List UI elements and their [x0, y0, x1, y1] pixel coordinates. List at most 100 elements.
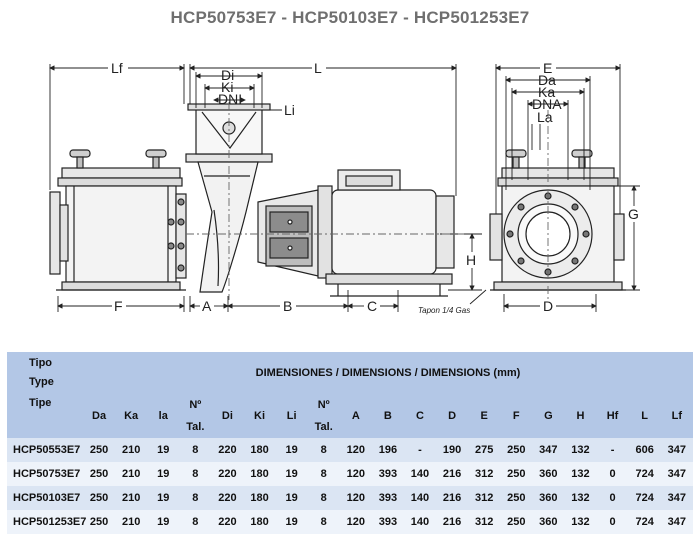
dimension-cell: 347	[660, 510, 693, 534]
dimension-cell: 312	[468, 510, 501, 534]
dimension-cell: 140	[403, 510, 437, 534]
tipo-label-es: Tipo	[29, 357, 53, 369]
column-header: G	[532, 394, 565, 438]
column-header: B	[371, 394, 404, 438]
label-c: C	[367, 298, 377, 314]
dimension-cell: 347	[660, 462, 693, 486]
tipo-label-en: Type	[29, 376, 54, 388]
dimension-cell: 220	[211, 486, 244, 510]
dimension-cell: 19	[275, 486, 308, 510]
column-header: Nº Tal.	[179, 394, 212, 438]
label-g: G	[628, 206, 639, 222]
dimension-cell: 250	[500, 486, 533, 510]
dimension-cell: 132	[564, 510, 597, 534]
pump-front-view	[489, 149, 626, 291]
dimension-cell: 216	[436, 486, 469, 510]
column-header: A	[339, 394, 372, 438]
dimension-cell: 220	[211, 462, 244, 486]
column-header: Ka	[115, 394, 148, 438]
dimension-cell: 250	[83, 486, 116, 510]
dimension-cell: 250	[500, 462, 533, 486]
dimension-cell: 196	[371, 438, 404, 462]
column-header: Ki	[243, 394, 276, 438]
dimension-cell: 220	[211, 510, 244, 534]
dimension-cell: 8	[307, 438, 340, 462]
dimension-cell: 210	[115, 462, 148, 486]
dimension-cell: 250	[83, 462, 116, 486]
dimension-cell: 216	[436, 510, 469, 534]
dimension-cell: 19	[147, 438, 180, 462]
dimension-cell: 132	[564, 438, 597, 462]
dimension-cell: 360	[532, 510, 565, 534]
dimension-cell: 120	[339, 438, 372, 462]
dimension-cell: 8	[179, 438, 212, 462]
motor	[317, 169, 455, 297]
column-header: H	[564, 394, 597, 438]
dimension-cell: 140	[403, 462, 437, 486]
dimensions-table: Tipo Type Tipe DIMENSIONES / DIMENSIONS …	[7, 352, 693, 534]
model-cell: HCP50103E7	[7, 486, 83, 510]
label-l: L	[314, 60, 322, 76]
tipo-header: Tipo Type Tipe	[7, 352, 83, 438]
strainer-side-view	[49, 149, 187, 291]
column-header: Di	[211, 394, 244, 438]
dimension-cell: 360	[532, 462, 565, 486]
label-lf: Lf	[111, 60, 123, 76]
dimension-cell: 220	[211, 438, 244, 462]
pump-technical-drawing: Lf L Di Ki DNI Li E Da Ka DNA La F A B C…	[49, 60, 640, 315]
label-ki: Ki	[221, 79, 233, 95]
dimension-cell: 120	[339, 510, 372, 534]
dimension-cell: 312	[468, 486, 501, 510]
label-h: H	[466, 252, 476, 268]
page-title: HCP50753E7 - HCP50103E7 - HCP501253E7	[170, 8, 530, 27]
dimension-cell: 250	[83, 510, 116, 534]
column-header: Nº Tal.	[307, 394, 340, 438]
label-li: Li	[284, 102, 295, 118]
dimension-cell: 250	[500, 510, 533, 534]
column-header: L	[628, 394, 661, 438]
label-d: D	[543, 298, 553, 314]
dimension-cell: 19	[147, 486, 180, 510]
dimension-cell: 216	[436, 462, 469, 486]
dimension-cell: 724	[628, 510, 661, 534]
dimension-cell: 8	[179, 486, 212, 510]
label-di: Di	[221, 67, 234, 83]
dimension-cell: 347	[532, 438, 565, 462]
dimension-cell: 0	[596, 486, 629, 510]
dimension-cell: 724	[628, 486, 661, 510]
dimension-cell: 210	[115, 510, 148, 534]
dimension-cell: 132	[564, 462, 597, 486]
dimension-cell: 180	[243, 462, 276, 486]
dimension-cell: 180	[243, 438, 276, 462]
dimension-cell: 393	[371, 486, 404, 510]
dimension-cell: 210	[115, 438, 148, 462]
tapon-note: Tapon 1/4 Gas	[418, 306, 470, 315]
label-a: A	[202, 298, 212, 314]
label-b: B	[283, 298, 292, 314]
dimension-cell: 347	[660, 486, 693, 510]
dimensions-header: DIMENSIONES / DIMENSIONS / DIMENSIONS (m…	[83, 352, 693, 394]
dimension-cell: 120	[339, 486, 372, 510]
label-la: La	[537, 109, 553, 125]
dimension-cell: -	[403, 438, 437, 462]
dimension-cell: 724	[628, 462, 661, 486]
label-dni: DNI	[218, 91, 242, 107]
model-cell: HCP50753E7	[7, 462, 83, 486]
pump-casing	[185, 103, 319, 293]
label-ka: Ka	[538, 84, 555, 100]
dimension-cell: 8	[179, 462, 212, 486]
column-header: D	[436, 394, 469, 438]
dimension-cell: 8	[307, 486, 340, 510]
dimension-cell: 19	[275, 510, 308, 534]
dimension-cell: 132	[564, 486, 597, 510]
column-header: Hf	[596, 394, 629, 438]
column-header: C	[403, 394, 437, 438]
dimension-cell: 19	[275, 462, 308, 486]
dimension-cell: 120	[339, 462, 372, 486]
label-e: E	[543, 60, 552, 76]
dimension-cell: 210	[115, 486, 148, 510]
